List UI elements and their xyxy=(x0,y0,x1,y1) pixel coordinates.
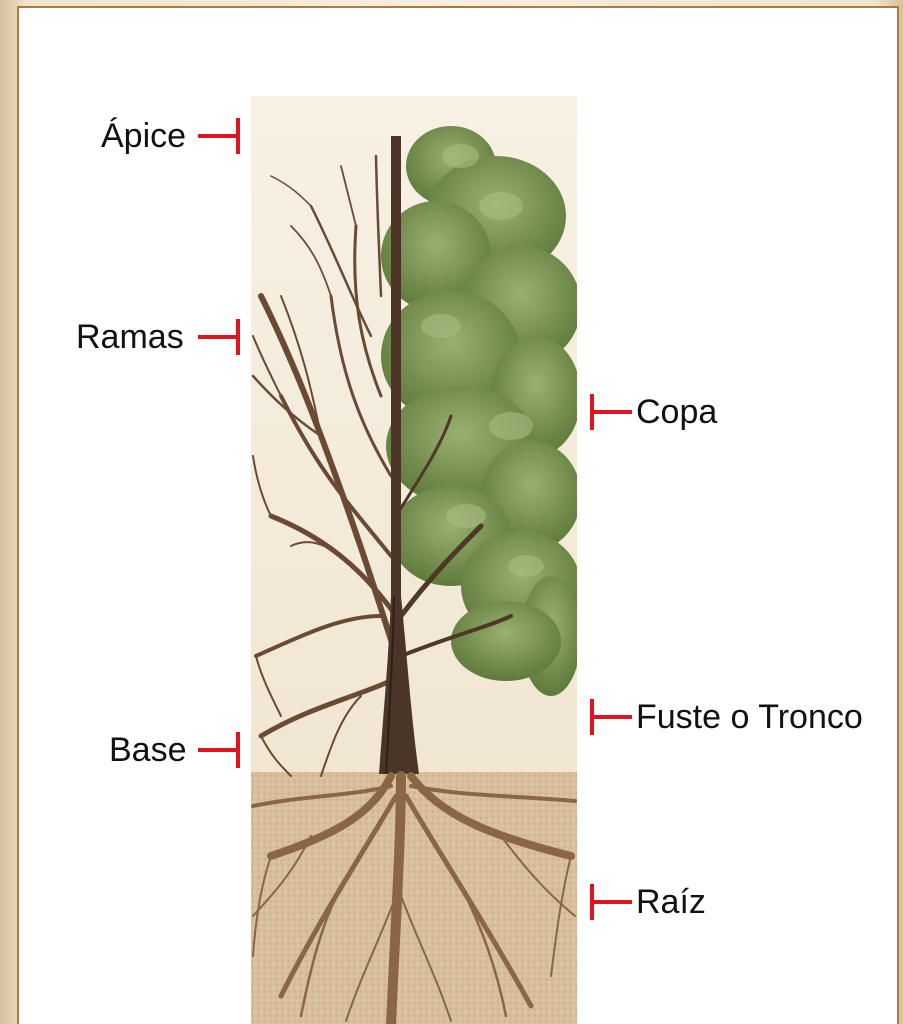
label-fuste: Fuste o Tronco xyxy=(636,700,863,734)
label-raiz: Raíz xyxy=(636,885,706,919)
arrow-right-icon xyxy=(198,116,242,156)
arrow-right-icon xyxy=(198,317,242,357)
label-copa: Copa xyxy=(636,395,717,429)
tree-illustration xyxy=(251,96,577,1024)
arrow-left-icon xyxy=(588,697,632,737)
label-base: Base xyxy=(109,733,187,767)
arrow-right-icon xyxy=(198,730,242,770)
label-ramas: Ramas xyxy=(76,320,184,354)
arrow-left-icon xyxy=(588,882,632,922)
label-apice: Ápice xyxy=(101,119,186,153)
arrow-left-icon xyxy=(588,392,632,432)
